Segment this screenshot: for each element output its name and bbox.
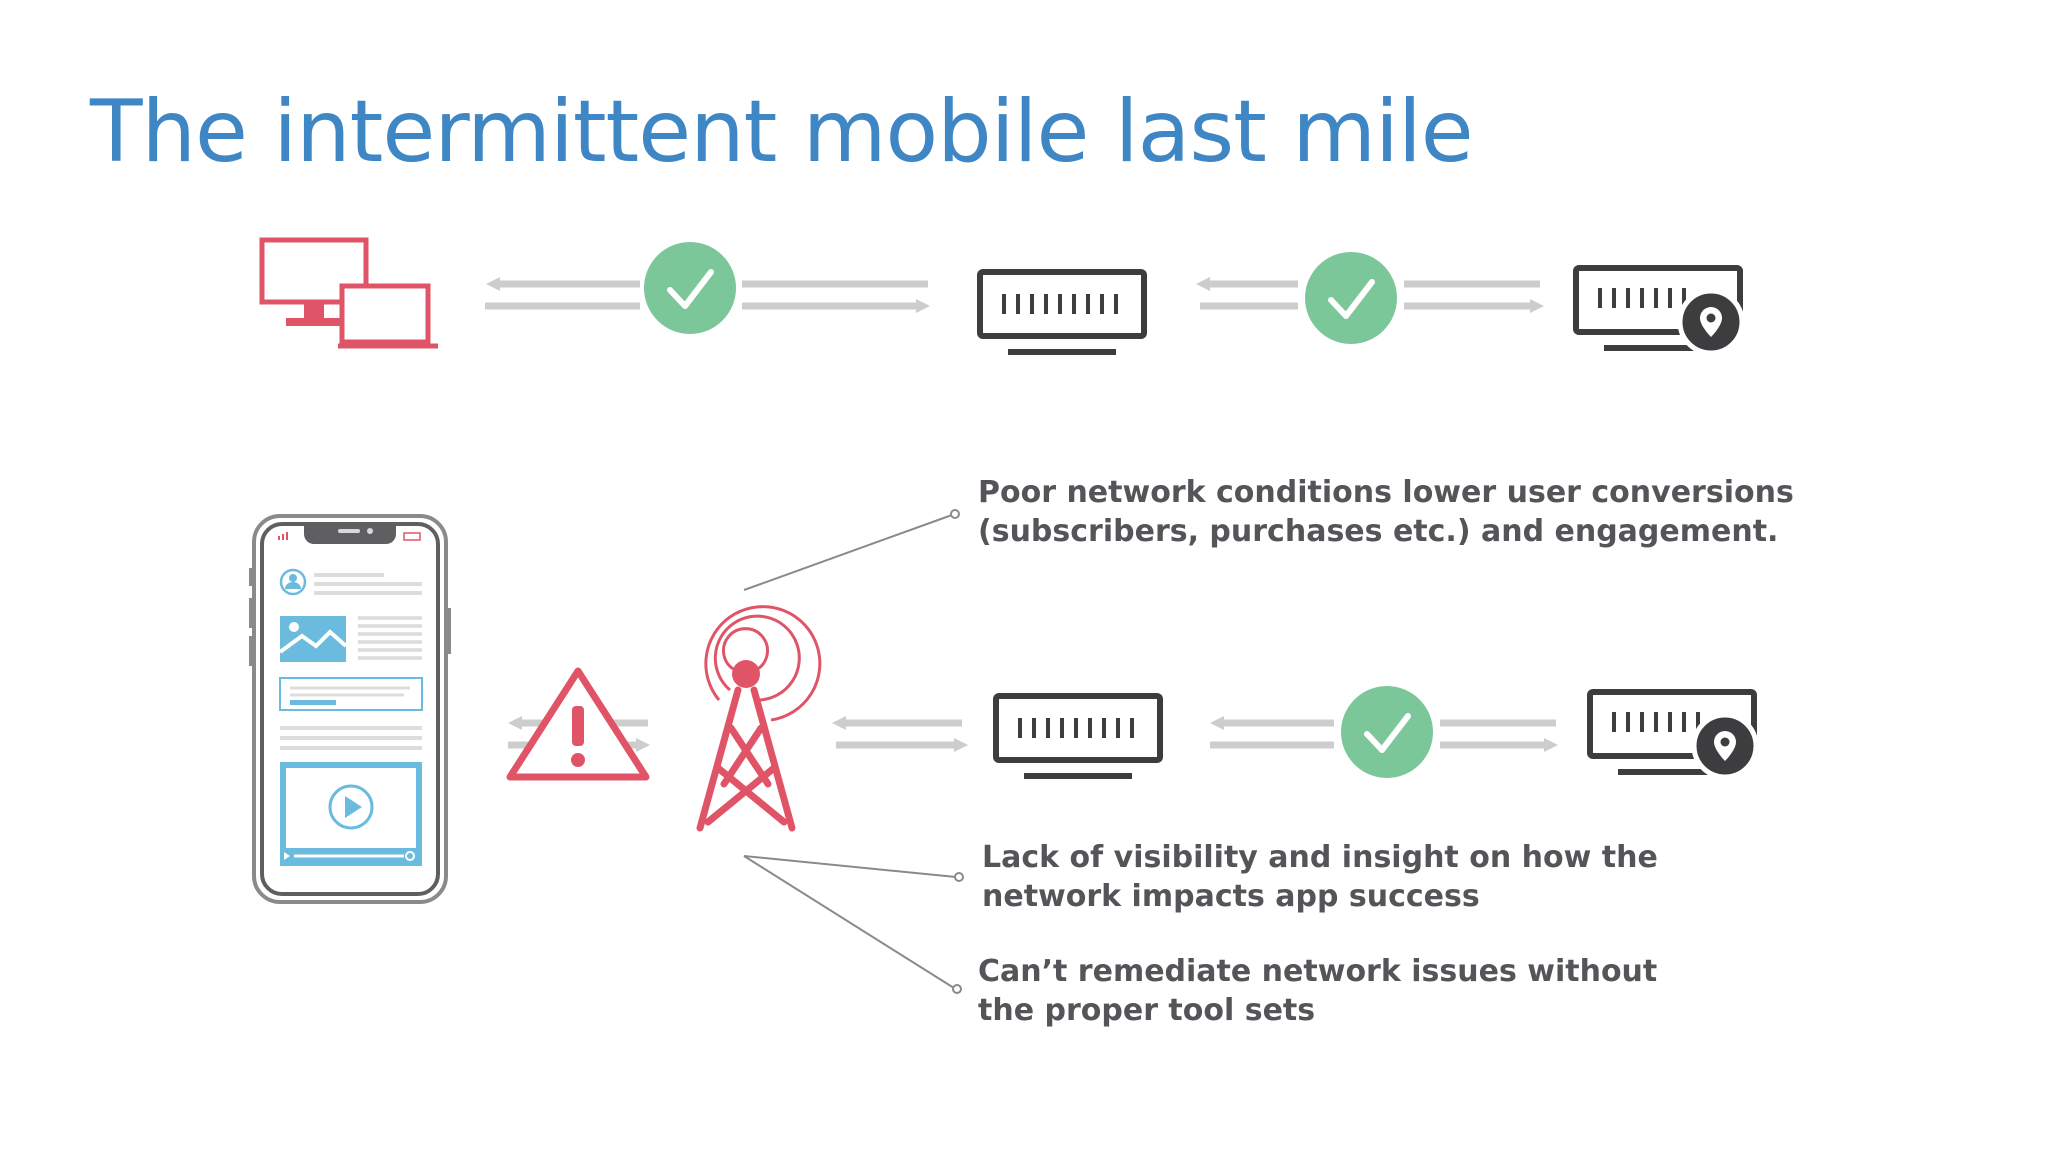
smartphone-icon [249, 514, 451, 904]
check-circle-icon [644, 242, 736, 334]
callout-leaders [743, 509, 964, 994]
bidirectional-arrow-icon [1196, 277, 1544, 313]
callout-conversions: Poor network conditions lower user conve… [978, 473, 1794, 551]
server-location-icon [1576, 268, 1745, 356]
callout-line: network impacts app success [982, 879, 1480, 914]
callout-line: Lack of visibility and insight on how th… [982, 840, 1658, 875]
callout-leader-dot [952, 984, 962, 994]
callout-line: the proper tool sets [978, 993, 1316, 1028]
bidirectional-arrow-icon [832, 716, 968, 752]
callout-remediation: Can’t remediate network issues without t… [978, 952, 1657, 1030]
check-circle-icon [1305, 252, 1397, 344]
slide-title: The intermittent mobile last mile [90, 82, 1474, 182]
callout-leader-line [743, 514, 953, 591]
callout-leader-line [743, 855, 955, 989]
callout-line: Poor network conditions lower user conve… [978, 475, 1794, 510]
callout-leader-dot [950, 509, 960, 519]
server-icon [996, 696, 1160, 776]
bidirectional-arrow-icon [485, 277, 930, 313]
callout-leader-dot [954, 872, 964, 882]
server-icon [980, 272, 1144, 352]
callout-line: (subscribers, purchases etc.) and engage… [978, 514, 1779, 549]
check-circle-icon [1341, 686, 1433, 778]
cell-tower-icon [696, 605, 822, 832]
desktop-laptop-icon [259, 237, 438, 349]
callout-leader-line [743, 855, 957, 878]
warning-triangle-icon [506, 667, 650, 781]
server-location-icon [1590, 692, 1759, 780]
callout-visibility: Lack of visibility and insight on how th… [982, 838, 1658, 916]
bidirectional-arrow-icon [1210, 716, 1558, 752]
callout-line: Can’t remediate network issues without [978, 954, 1658, 989]
